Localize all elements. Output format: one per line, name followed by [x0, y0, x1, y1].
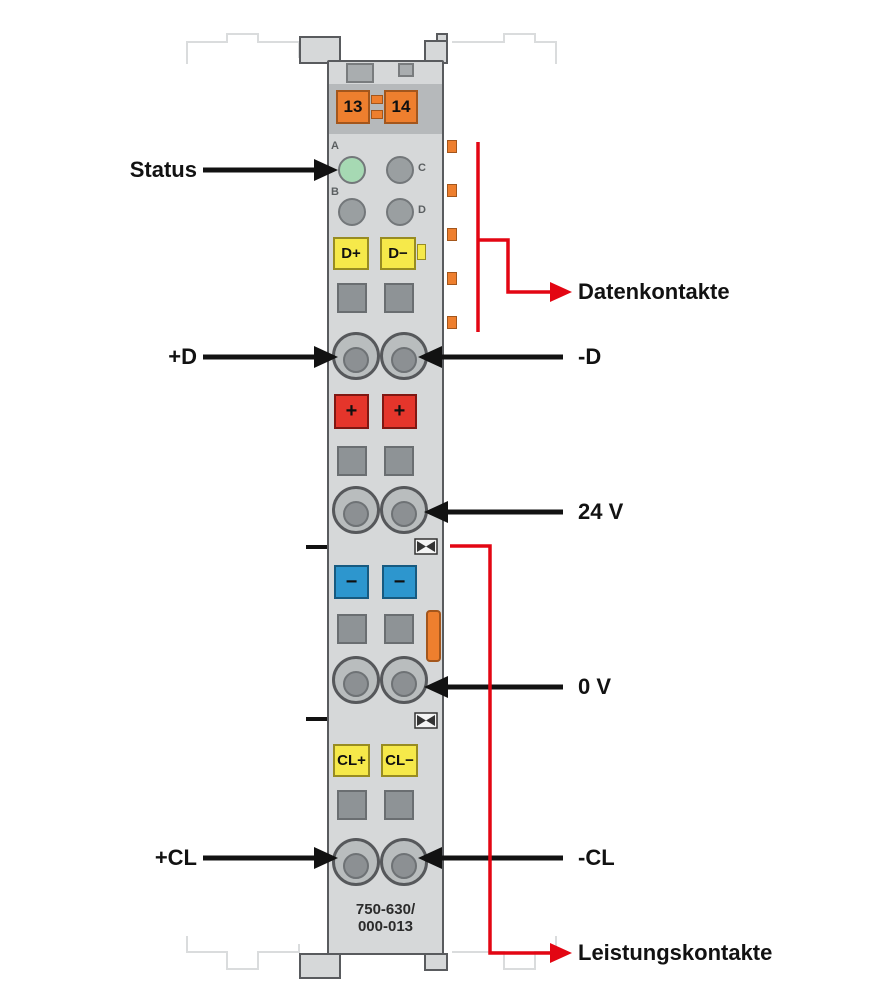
v24-arrow [424, 501, 563, 523]
led-letter-b: B [331, 186, 339, 198]
segment-tick-lower [306, 717, 327, 721]
callout-0v: 0 V [578, 674, 612, 699]
callout-minus-d: -D [578, 344, 602, 369]
label-tab [417, 244, 426, 260]
clamp-port [384, 283, 414, 313]
power-contacts-line [450, 544, 572, 963]
callout-status: Status [129, 157, 197, 182]
led-b [338, 198, 366, 226]
part-number: 750-630/ 000-013 [329, 901, 442, 935]
label-d-minus: D− [380, 237, 416, 270]
data-contacts-bracket-line [476, 142, 572, 332]
callout-leistungskontakte: Leistungskontakte [578, 940, 773, 965]
data-contact-nub [447, 228, 457, 241]
label-cl-plus: CL+ [333, 744, 370, 777]
label-minus-right: − [382, 565, 417, 599]
led-letter-a: A [331, 140, 339, 152]
v0-arrow [424, 676, 563, 698]
adjacent-module-outline-right-top [452, 33, 557, 64]
terminal-13: 13 [336, 90, 370, 124]
mounting-tab-bottom-right [424, 953, 448, 971]
label-plus-left: + [334, 394, 369, 429]
plus-cl-arrow [203, 847, 338, 869]
release-tab [346, 63, 374, 83]
data-contact-nub [447, 140, 457, 153]
clamp-port [337, 283, 367, 313]
terminal-opening [343, 671, 369, 697]
terminal-minus-d [380, 332, 428, 380]
segment-tick-upper [306, 545, 327, 549]
mounting-tab-bottom-left [299, 953, 341, 979]
terminal-14: 14 [384, 90, 418, 124]
clamp-port [337, 790, 367, 820]
terminal-opening [391, 671, 417, 697]
terminal-opening [391, 347, 417, 373]
terminal-minus-cl [380, 838, 428, 886]
clamp-port [384, 614, 414, 644]
status-arrow [203, 159, 338, 181]
adjacent-module-outline-left-top [186, 33, 300, 64]
terminal-plus-d [332, 332, 380, 380]
status-led-green [338, 156, 366, 184]
clamp-port [337, 446, 367, 476]
led-c [386, 156, 414, 184]
led-d [386, 198, 414, 226]
terminal-24v-left [332, 486, 380, 534]
terminal-opening [343, 347, 369, 373]
data-contact-nub [447, 316, 457, 329]
terminal-bridge-top [371, 95, 383, 104]
label-cl-minus: CL− [381, 744, 418, 777]
clamp-port [384, 790, 414, 820]
label-d-plus: D+ [333, 237, 369, 270]
terminal-opening [343, 501, 369, 527]
mounting-tab-top-left [299, 36, 341, 64]
adjacent-module-outline-right-bottom [452, 936, 557, 970]
label-minus-left: − [334, 565, 369, 599]
adjacent-module-outline-left-bottom [186, 936, 300, 970]
callout-24v: 24 V [578, 499, 624, 524]
orange-latch [426, 610, 441, 662]
callout-minus-cl: -CL [578, 845, 615, 870]
data-contact-nub [447, 184, 457, 197]
release-tab-small [398, 63, 414, 77]
terminal-opening [391, 501, 417, 527]
terminal-24v-right [380, 486, 428, 534]
part-number-line1: 750-630/ [355, 901, 416, 918]
callout-datenkontakte: Datenkontakte [578, 279, 730, 304]
terminal-opening [391, 853, 417, 879]
clamp-port [384, 446, 414, 476]
terminal-plus-cl [332, 838, 380, 886]
terminal-0v-right [380, 656, 428, 704]
label-plus-right: + [382, 394, 417, 429]
led-letter-d: D [418, 204, 426, 216]
terminal-bridge-bottom [371, 110, 383, 119]
clamp-port [337, 614, 367, 644]
plus-d-arrow [203, 346, 338, 368]
data-contact-nub [447, 272, 457, 285]
terminal-opening [343, 853, 369, 879]
callout-plus-d: +D [168, 344, 197, 369]
terminal-0v-left [332, 656, 380, 704]
part-number-line2: 000-013 [357, 918, 414, 935]
led-letter-c: C [418, 162, 426, 174]
callout-plus-cl: +CL [154, 845, 197, 870]
